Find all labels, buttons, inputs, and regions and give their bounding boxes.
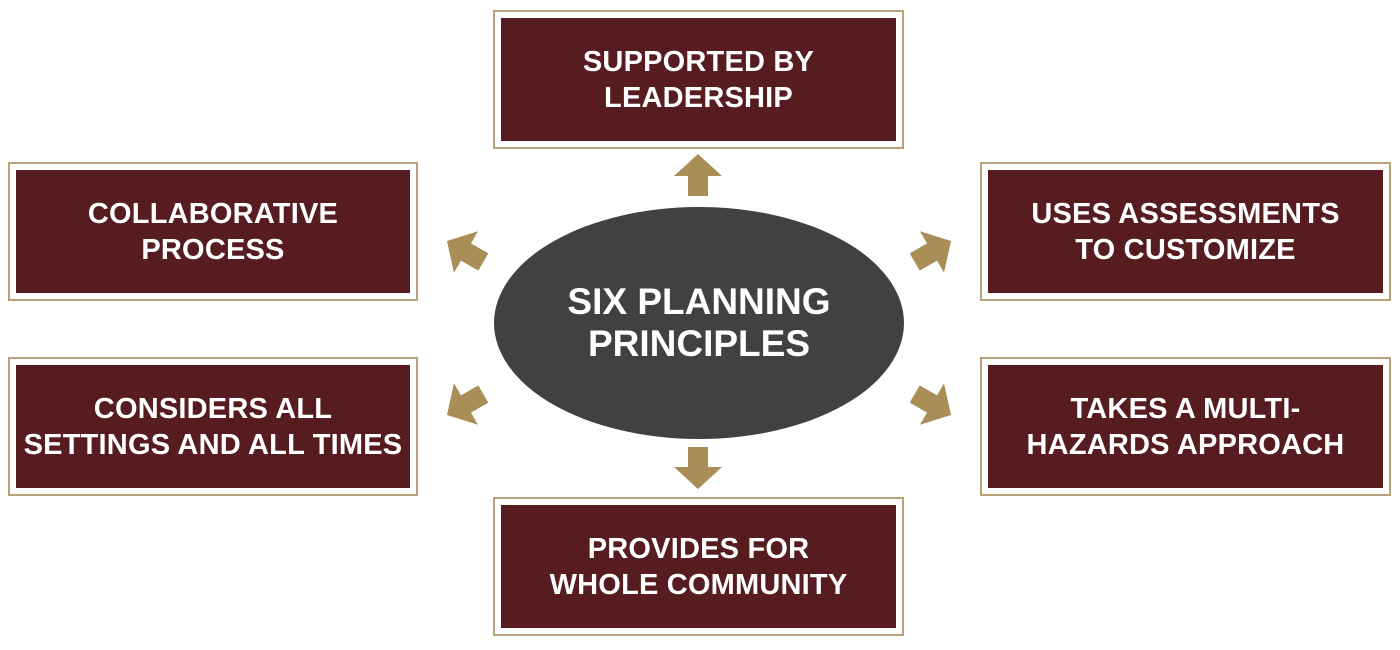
arrow-up-right-icon	[909, 231, 952, 273]
principle-box-fill: SUPPORTED BY LEADERSHIP	[501, 18, 896, 141]
principle-label-line2: HAZARDS APPROACH	[1026, 428, 1345, 461]
center-title-line2: PRINCIPLES	[587, 323, 811, 364]
principle-box-multi-hazards: TAKES A MULTI- HAZARDS APPROACH	[980, 357, 1391, 496]
principle-label-line1: COLLABORATIVE	[87, 197, 339, 230]
principle-label-line2: SETTINGS AND ALL TIMES	[23, 428, 403, 461]
principle-box-uses-assessments: USES ASSESSMENTS TO CUSTOMIZE	[980, 162, 1391, 301]
principle-label: SUPPORTED BY LEADERSHIP	[583, 44, 814, 116]
principle-label: PROVIDES FOR WHOLE COMMUNITY	[550, 531, 848, 603]
arrow-down-icon	[674, 447, 722, 489]
principle-label-line1: PROVIDES FOR	[587, 532, 810, 565]
principle-label: USES ASSESSMENTS TO CUSTOMIZE	[1031, 196, 1339, 268]
principle-box-supported-by-leadership: SUPPORTED BY LEADERSHIP	[493, 10, 904, 149]
arrow-up-left-icon	[446, 231, 489, 273]
principle-box-fill: USES ASSESSMENTS TO CUSTOMIZE	[988, 170, 1383, 293]
principle-box-fill: COLLABORATIVE PROCESS	[16, 170, 410, 293]
principle-box-fill: PROVIDES FOR WHOLE COMMUNITY	[501, 505, 896, 628]
principle-label-line1: USES ASSESSMENTS	[1031, 197, 1340, 230]
principle-box-fill: CONSIDERS ALL SETTINGS AND ALL TIMES	[16, 365, 410, 488]
principle-label-line2: LEADERSHIP	[604, 81, 793, 114]
principle-label-line2: WHOLE COMMUNITY	[549, 568, 848, 601]
principle-label-line1: CONSIDERS ALL	[93, 392, 333, 425]
center-ellipse: SIX PLANNING PRINCIPLES	[494, 207, 904, 439]
principle-label-line2: TO CUSTOMIZE	[1075, 233, 1296, 266]
principle-box-considers-all-settings: CONSIDERS ALL SETTINGS AND ALL TIMES	[8, 357, 418, 496]
center-title-line1: SIX PLANNING	[567, 281, 831, 322]
principle-label-line1: SUPPORTED BY	[582, 45, 815, 78]
arrow-down-left-icon	[446, 383, 489, 425]
principle-label: CONSIDERS ALL SETTINGS AND ALL TIMES	[24, 391, 403, 463]
center-title: SIX PLANNING PRINCIPLES	[567, 281, 830, 365]
principle-label-line1: TAKES A MULTI-	[1070, 392, 1301, 425]
principle-label-line2: PROCESS	[141, 233, 285, 266]
arrow-up-icon	[674, 154, 722, 196]
principle-box-collaborative-process: COLLABORATIVE PROCESS	[8, 162, 418, 301]
arrow-down-right-icon	[909, 383, 952, 425]
principle-label: COLLABORATIVE PROCESS	[88, 196, 338, 268]
principle-label: TAKES A MULTI- HAZARDS APPROACH	[1027, 391, 1345, 463]
principle-box-fill: TAKES A MULTI- HAZARDS APPROACH	[988, 365, 1383, 488]
principle-box-whole-community: PROVIDES FOR WHOLE COMMUNITY	[493, 497, 904, 636]
